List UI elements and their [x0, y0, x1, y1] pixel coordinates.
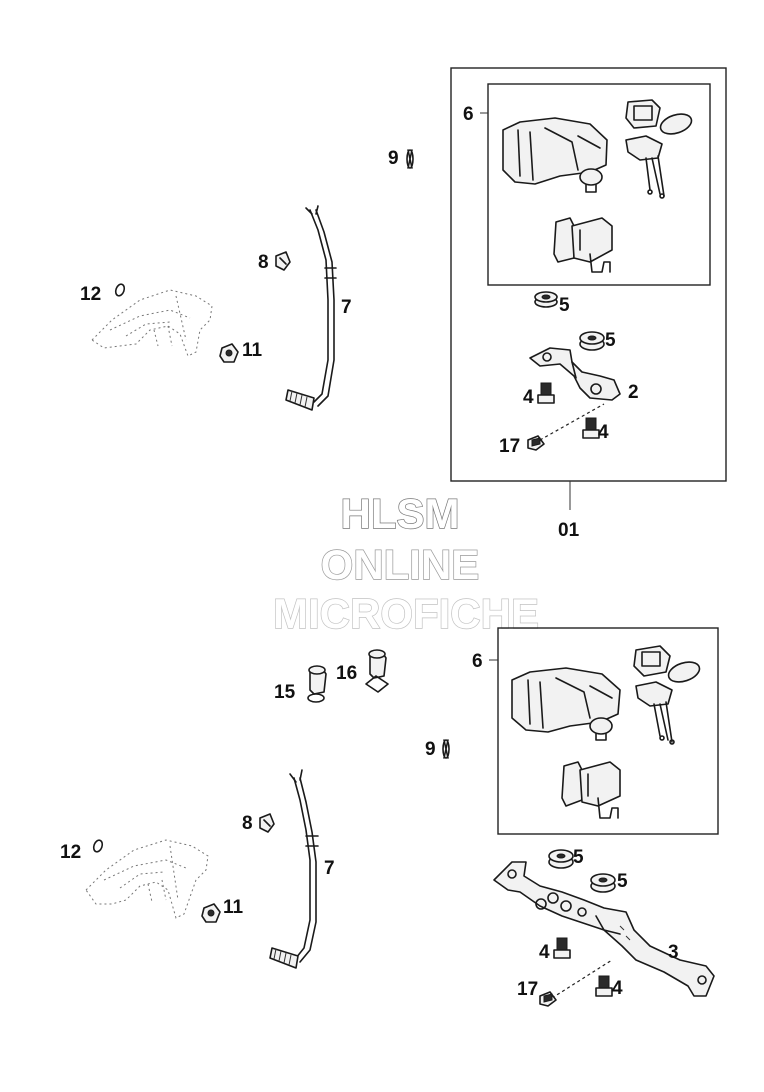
- top-clamp-ring-icon: [114, 283, 126, 297]
- top-grommet-a: [534, 291, 558, 308]
- top-lens: [659, 113, 693, 135]
- watermark-line-2: ONLINE: [321, 541, 480, 588]
- top-label-bracket: 2: [628, 382, 639, 403]
- top-switch-button-cap: [625, 99, 661, 129]
- bottom-label-handlebar-clamp: 12: [60, 842, 81, 863]
- bottom-grommet-b: [590, 873, 616, 893]
- bottom-cable-clip: [259, 813, 275, 833]
- bottom-assembly: 6: [60, 627, 719, 1007]
- bottom-label-nut: 11: [223, 897, 244, 918]
- top-assembly-label: 01: [558, 520, 580, 541]
- bottom-screw-a: [553, 937, 571, 959]
- top-label-nut: 11: [242, 340, 263, 361]
- bottom-connector: [635, 681, 675, 745]
- top-nut: [219, 343, 239, 363]
- top-screw-c: [527, 435, 545, 451]
- top-cable-clip: [275, 251, 291, 271]
- top-handlebar-clamp: [91, 289, 213, 357]
- bottom-label-screw-b: 4: [612, 978, 623, 999]
- top-cable: [285, 205, 337, 411]
- top-label-grommet-b: 5: [605, 330, 616, 351]
- bottom-label-bulb: 9: [425, 739, 436, 760]
- top-label-handlebar-clamp: 12: [80, 284, 101, 305]
- top-label-screw-b: 4: [598, 422, 609, 443]
- watermark-line-3: MICROFICHE: [273, 590, 539, 637]
- top-switch-relay: [553, 217, 613, 273]
- bottom-bulb: [442, 739, 450, 759]
- bottom-label-grommet-a: 5: [573, 847, 584, 868]
- top-outer-frame: [450, 67, 727, 482]
- top-label-bulb: 9: [388, 148, 399, 169]
- bottom-screw-b: [595, 975, 613, 997]
- bottom-label-screw-c: 17: [517, 979, 538, 1000]
- watermark: HLSM ONLINE MICROFICHE: [272, 489, 539, 637]
- top-screw-b: [582, 417, 600, 439]
- top-screw-a: [537, 382, 555, 404]
- bottom-label-cable: 7: [324, 858, 335, 879]
- top-bulb: [406, 149, 414, 169]
- bottom-pin-a: [307, 665, 327, 703]
- bottom-pin-b: [365, 649, 389, 693]
- top-grommet-b: [579, 331, 605, 351]
- bottom-nut: [201, 903, 221, 923]
- bottom-bracket: [493, 861, 715, 997]
- top-label-cable-clip: 8: [258, 252, 269, 273]
- top-label-switch-housing: 6: [463, 104, 474, 125]
- bottom-screw-c: [539, 991, 557, 1007]
- top-label-cable: 7: [341, 297, 352, 318]
- bottom-label-switch-housing: 6: [472, 651, 483, 672]
- bottom-frame: [497, 627, 719, 835]
- bottom-cable: [269, 769, 319, 969]
- watermark-line-1: HLSM: [341, 490, 460, 537]
- top-bracket: [529, 347, 621, 401]
- top-label-grommet-a: 5: [559, 295, 570, 316]
- top-screw-axis: [539, 403, 605, 441]
- bottom-clamp-ring-icon: [92, 839, 104, 853]
- bottom-label-pin-a: 15: [274, 682, 296, 703]
- top-label-screw-c: 17: [499, 436, 520, 457]
- bottom-grommet-a: [548, 849, 574, 869]
- bottom-switch-button-cap: [633, 645, 671, 677]
- bottom-label-cable-clip: 8: [242, 813, 253, 834]
- bottom-label-grommet-b: 5: [617, 871, 628, 892]
- top-assembly: 01 6: [80, 67, 727, 541]
- top-connector: [625, 135, 665, 199]
- bottom-switch-relay: [561, 761, 621, 819]
- bottom-switch-housing: [511, 667, 621, 741]
- bottom-handlebar-clamp: [85, 839, 209, 919]
- top-inner-frame: [487, 83, 711, 286]
- bottom-label-bracket: 3: [668, 942, 679, 963]
- bottom-label-screw-a: 4: [539, 942, 550, 963]
- top-switch-housing: [502, 117, 608, 193]
- top-label-screw-a: 4: [523, 387, 534, 408]
- bottom-lens: [667, 661, 701, 683]
- bottom-label-pin-b: 16: [336, 663, 357, 684]
